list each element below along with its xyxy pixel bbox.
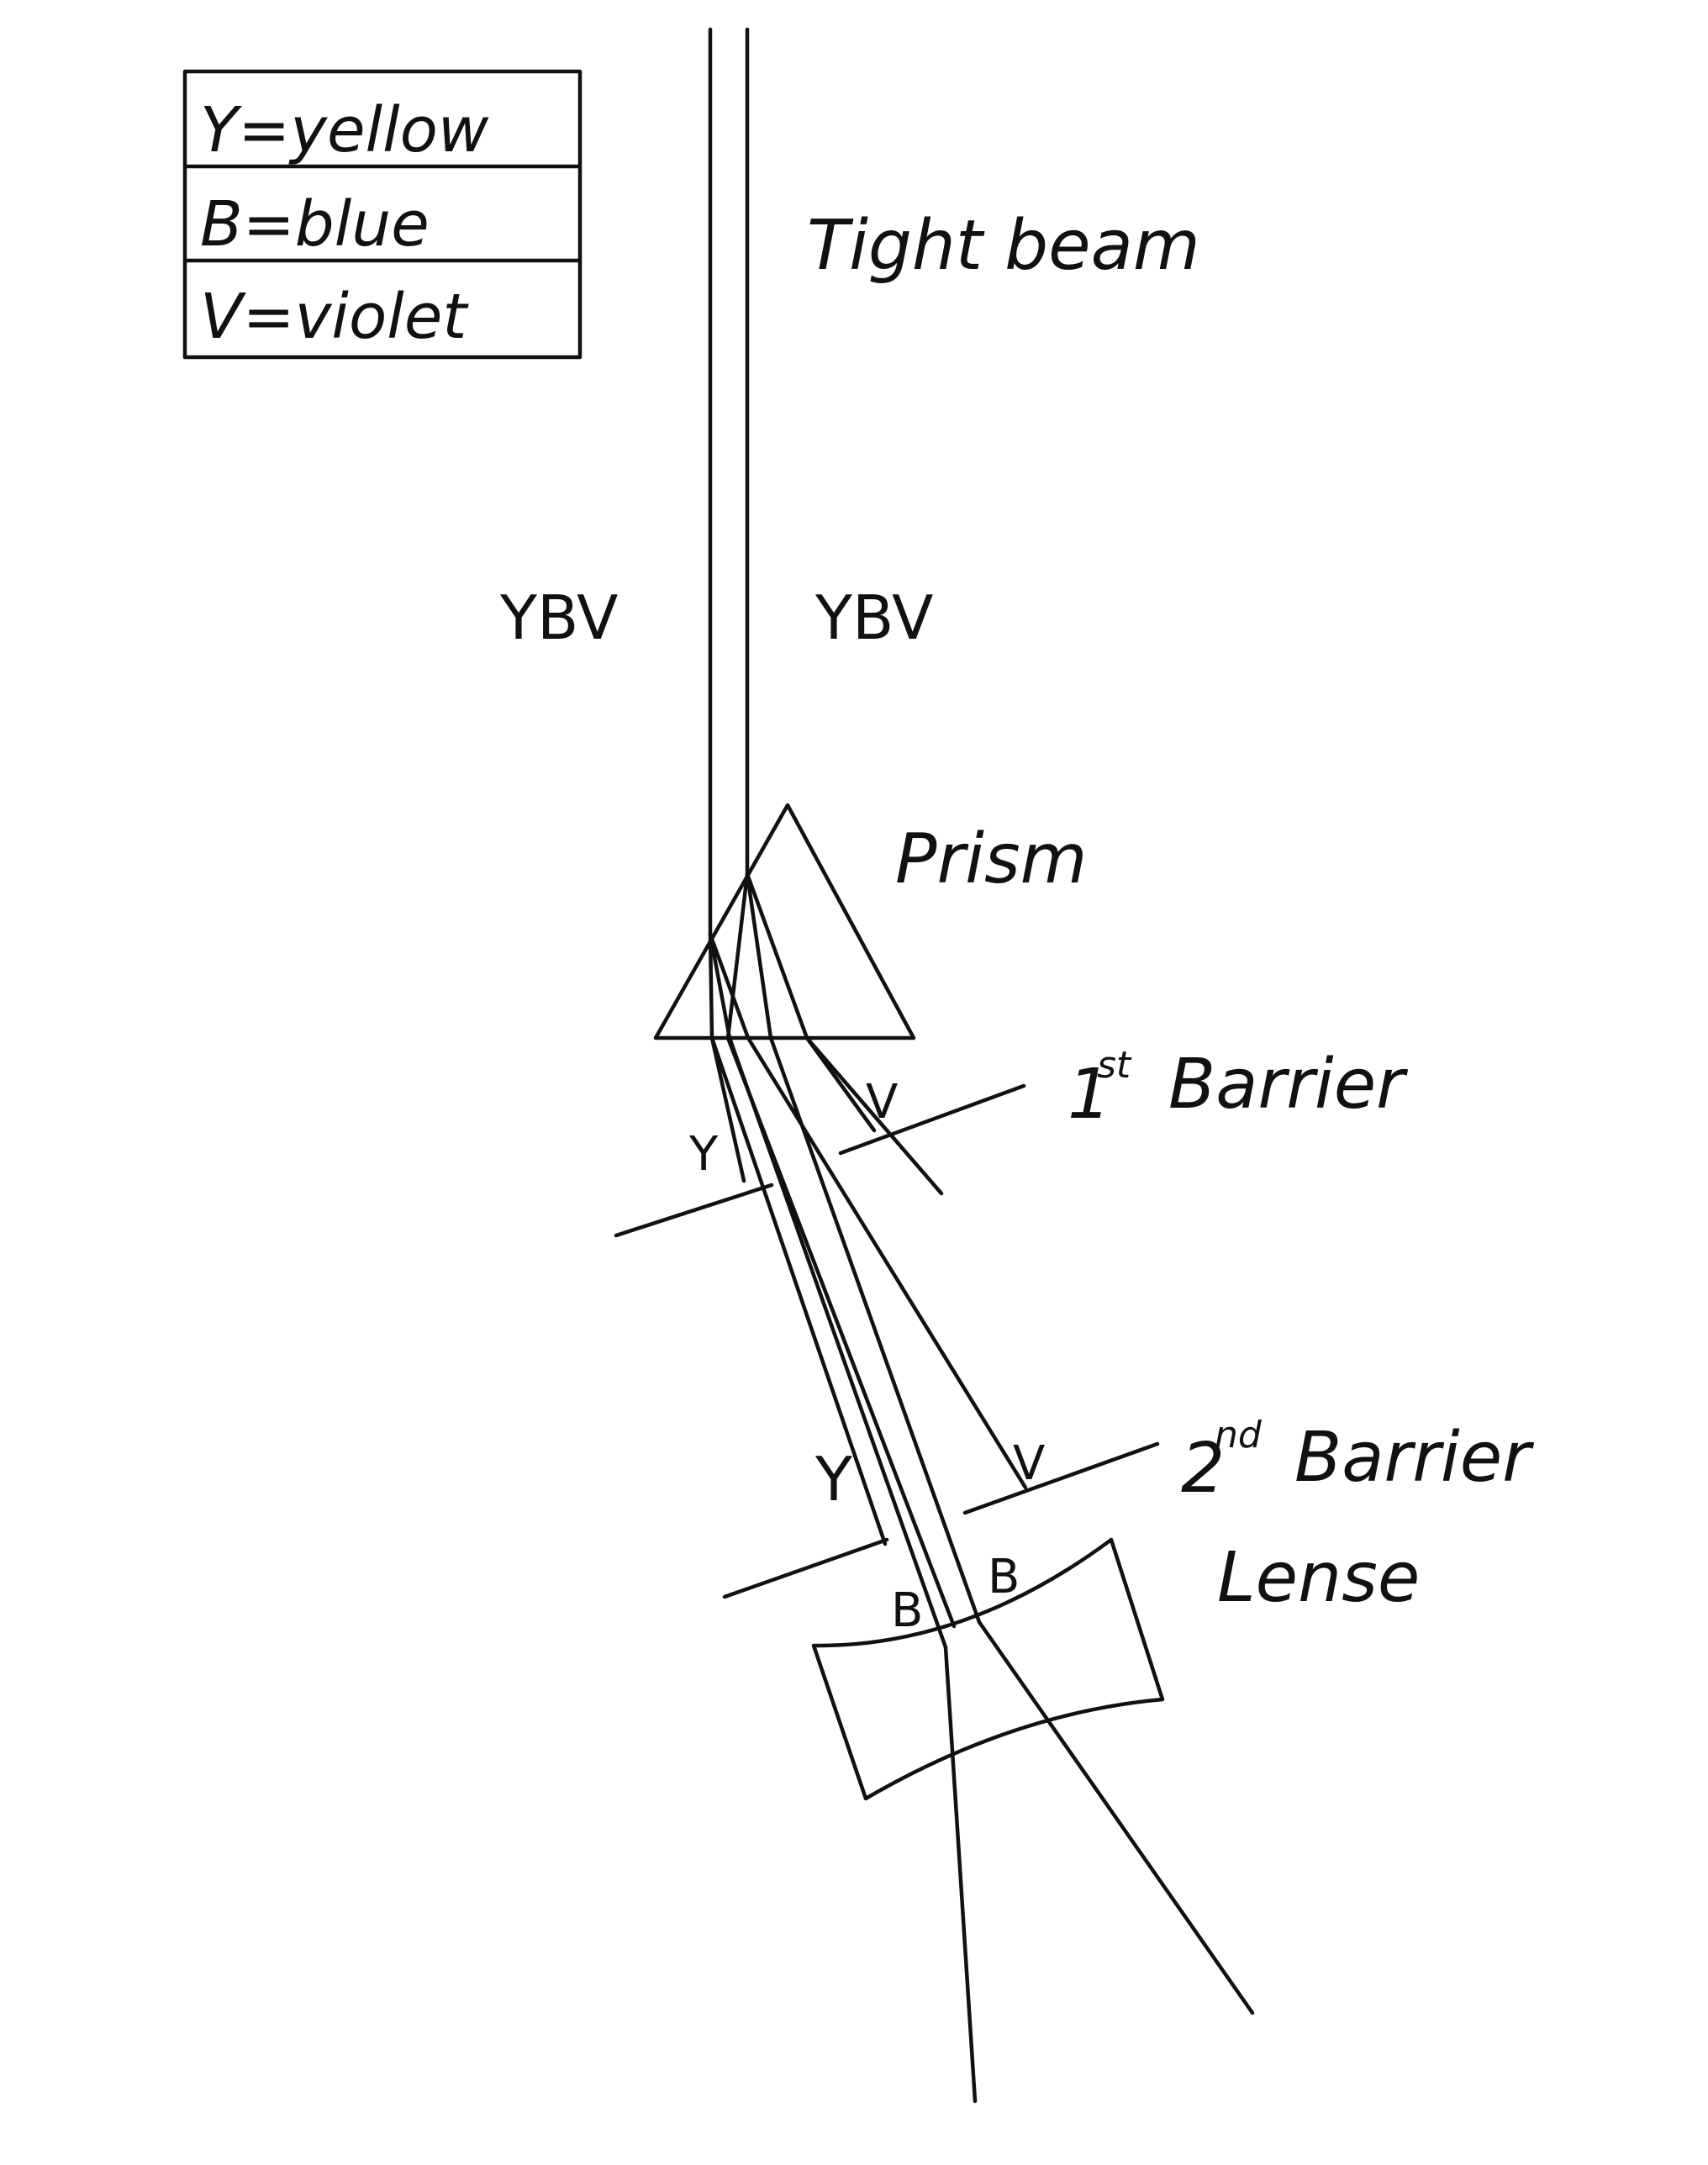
ray-right-inner-c	[745, 872, 809, 1040]
pass-ray-6	[804, 1035, 944, 1196]
b-right-label: B	[988, 1550, 1020, 1604]
v-second-label: V	[1013, 1436, 1045, 1491]
ray-right-inner-a	[725, 872, 750, 1040]
legend-row-yellow: Y=yellow	[200, 94, 489, 166]
yellow-ray-1	[709, 1035, 746, 1183]
pass-ray-4	[725, 1035, 957, 1629]
second-barrier-label: 2 nd Barrier	[1181, 1414, 1534, 1509]
first-barrier	[614, 1083, 1026, 1238]
first-barrier-sup: st	[1097, 1044, 1132, 1087]
pass-ray-1	[709, 1035, 888, 1546]
y-first-label: Y	[688, 1127, 719, 1182]
refracted-rays	[708, 872, 1255, 2104]
tight-beam	[708, 27, 750, 937]
blue-ray-right-out	[977, 1620, 1255, 2015]
legend-border	[182, 69, 583, 360]
lense-label: Lense	[1217, 1538, 1420, 1618]
tight-beam-label: Tight beam	[807, 206, 1200, 286]
y-second-label: Y	[814, 1444, 853, 1514]
ray-left-inner-b	[708, 932, 732, 1040]
prism-shape	[653, 803, 916, 1040]
legend: Y=yellow B=blue V=violet	[182, 69, 583, 360]
beam-left-colors-label: YBV	[499, 582, 618, 653]
first-barrier-label: 1 st Barrier	[1068, 1044, 1408, 1135]
prism-label: Prism	[895, 819, 1088, 899]
v-first-label: V	[866, 1075, 898, 1130]
second-barrier-left	[722, 1537, 889, 1599]
legend-row-blue: B=blue	[200, 188, 430, 261]
pass-ray-5	[768, 1035, 982, 1625]
beam-right-colors-label: YBV	[814, 582, 933, 653]
blue-ray-left-out	[943, 1645, 978, 2104]
ray-right-inner-b	[745, 872, 773, 1040]
second-barrier-sup: nd	[1215, 1414, 1263, 1457]
ray-left-inner-a	[708, 932, 714, 1040]
second-barrier-ordinal: 2	[1181, 1429, 1225, 1509]
b-left-label: B	[891, 1583, 923, 1638]
first-barrier-word: Barrier	[1168, 1045, 1408, 1125]
pass-ray-3	[746, 1035, 1028, 1490]
second-barrier	[722, 1441, 1160, 1599]
second-barrier-word: Barrier	[1294, 1418, 1534, 1498]
ray-left-inner-c	[708, 932, 751, 1040]
lens-shape	[811, 1537, 1165, 1801]
legend-row-violet: V=violet	[200, 281, 469, 353]
first-barrier-right	[838, 1083, 1026, 1156]
first-barrier-ordinal: 1	[1068, 1055, 1111, 1135]
first-barrier-left	[614, 1183, 774, 1238]
second-barrier-right	[962, 1441, 1160, 1515]
